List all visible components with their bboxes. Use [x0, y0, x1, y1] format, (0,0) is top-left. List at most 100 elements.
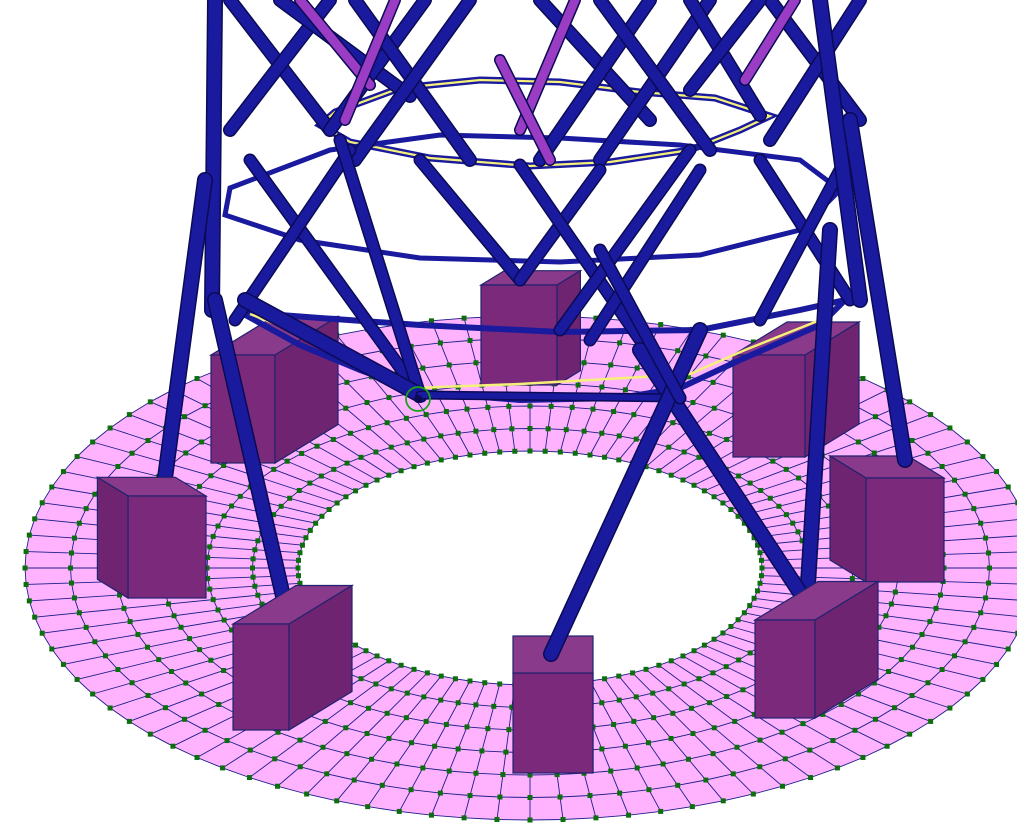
mesh-node	[182, 414, 188, 420]
mesh-node	[107, 425, 113, 431]
near-foundation-blocks	[95, 476, 881, 774]
mesh-node	[783, 466, 789, 472]
mesh-node	[928, 412, 934, 418]
mesh-node	[633, 436, 639, 442]
mesh-node	[26, 532, 32, 538]
mesh-node	[473, 770, 479, 776]
diagonal-strut	[740, 0, 800, 85]
mesh-node	[334, 500, 340, 506]
mesh-node	[602, 676, 608, 682]
mesh-node	[557, 449, 563, 455]
mesh-node	[599, 700, 605, 706]
mesh-node	[205, 554, 211, 560]
mesh-node	[572, 450, 578, 456]
mesh-node	[608, 768, 614, 774]
mesh-node	[386, 735, 392, 741]
mesh-node	[299, 450, 305, 456]
mesh-node	[569, 404, 575, 410]
mesh-node	[398, 662, 404, 668]
mesh-node	[443, 409, 449, 415]
mesh-node	[527, 795, 533, 800]
footing-side-face	[829, 454, 867, 584]
mesh-node	[343, 725, 349, 731]
mesh-node	[374, 477, 380, 483]
mesh-node	[202, 403, 208, 409]
mesh-node	[398, 468, 404, 474]
tower-upper-lattice	[222, 0, 867, 405]
mesh-node	[633, 694, 639, 700]
mesh-node	[461, 315, 467, 321]
mesh-node	[1015, 500, 1017, 506]
mesh-node	[790, 520, 796, 526]
mesh-node	[295, 565, 301, 571]
mesh-node	[76, 610, 82, 616]
mesh-node	[343, 405, 349, 411]
mesh-node	[334, 798, 340, 804]
mesh-node	[646, 787, 652, 793]
mesh-node	[691, 482, 697, 488]
mesh-node	[446, 362, 452, 368]
mesh-node	[207, 544, 213, 550]
mid-bracing	[555, 145, 695, 335]
mesh-node	[872, 716, 878, 722]
mesh-node	[216, 701, 222, 707]
mesh-node	[658, 808, 664, 814]
mesh-node	[324, 771, 330, 777]
mesh-node	[351, 777, 357, 783]
mesh-node	[358, 676, 364, 682]
mesh-node	[446, 768, 452, 774]
mesh-node	[710, 379, 716, 385]
tower-leg	[208, 293, 292, 612]
mesh-node	[71, 595, 77, 601]
mesh-node	[68, 580, 74, 586]
mesh-node	[428, 318, 434, 324]
mesh-node	[199, 691, 205, 697]
mesh-node	[278, 503, 284, 509]
mesh-node	[147, 399, 153, 405]
mesh-node	[432, 387, 438, 393]
mesh-node	[464, 406, 470, 412]
mesh-node	[651, 715, 657, 721]
mesh-node	[205, 576, 211, 582]
mesh-node	[680, 653, 686, 659]
mesh-node	[747, 603, 753, 609]
mesh-node	[272, 756, 278, 762]
mesh-node	[83, 506, 89, 512]
mesh-node	[962, 639, 968, 645]
mesh-node	[622, 387, 628, 393]
mesh-node	[886, 669, 892, 674]
mesh-node	[690, 400, 696, 406]
diagonal-strut	[340, 0, 400, 125]
mesh-node	[208, 657, 214, 663]
mesh-node	[224, 738, 230, 744]
mesh-node	[779, 729, 785, 735]
mesh-node	[221, 513, 227, 519]
mesh-node	[759, 565, 765, 571]
mesh-node	[980, 676, 986, 682]
mesh-node	[168, 669, 174, 674]
mesh-node	[928, 718, 934, 724]
mesh-node	[670, 420, 676, 426]
mesh-node	[295, 557, 301, 563]
mesh-node	[388, 686, 394, 692]
mesh-node	[275, 729, 281, 735]
mesh-node	[710, 670, 716, 676]
selection-marker-layer	[405, 386, 431, 412]
mesh-node	[599, 430, 605, 436]
mesh-node	[907, 731, 913, 737]
mesh-node	[680, 477, 686, 483]
mesh-node	[751, 595, 757, 601]
mesh-node	[548, 403, 554, 409]
mesh-node	[557, 794, 563, 800]
mesh-node	[590, 406, 596, 412]
mesh-node	[403, 715, 409, 721]
mesh-node	[634, 365, 640, 371]
mesh-node	[304, 791, 310, 797]
foundation-block	[752, 580, 881, 720]
footing-side-face	[96, 476, 129, 600]
upper-diagonal	[534, 0, 656, 126]
mesh-node	[74, 454, 80, 460]
mesh-node	[631, 718, 637, 724]
